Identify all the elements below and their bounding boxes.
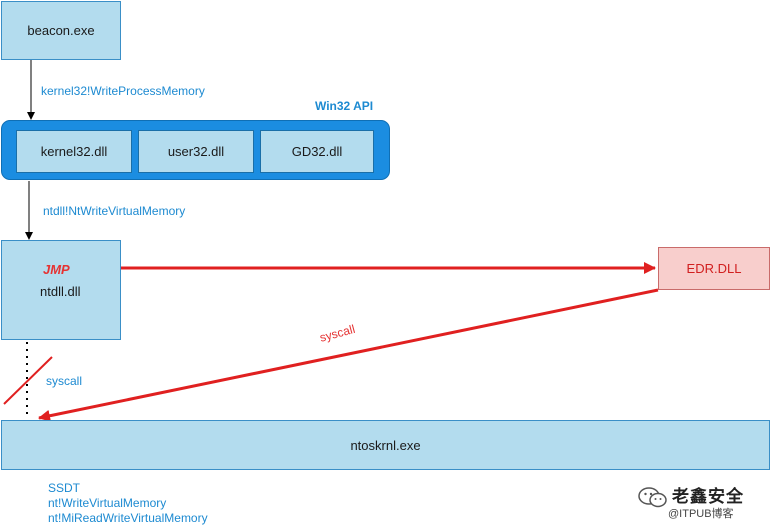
- edr-dll-box: EDR.DLL: [658, 247, 770, 290]
- beacon-exe-box: beacon.exe: [1, 1, 121, 60]
- jmp-hook-label: JMP: [43, 262, 70, 277]
- kernel-note-write-virtual-memory: nt!WriteVirtualMemory: [48, 496, 167, 510]
- kernel-notes: SSDT nt!WriteVirtualMemory nt!MiReadWrit…: [48, 481, 208, 526]
- ntoskrnl-exe-box: ntoskrnl.exe: [1, 420, 770, 470]
- watermark-site: @ITPUB博客: [668, 508, 734, 520]
- kernel-note-mi-read-write-virtual-memory: nt!MiReadWriteVirtualMemory: [48, 511, 208, 525]
- blocked-syscall-strike: [3, 356, 53, 405]
- kernel-note-ssdt: SSDT: [48, 481, 81, 495]
- gd32-dll-label: GD32.dll: [291, 144, 343, 159]
- user32-dll-label: user32.dll: [167, 144, 225, 159]
- wechat-icon: [638, 487, 667, 508]
- beacon-exe-label: beacon.exe: [27, 23, 95, 38]
- ntoskrnl-exe-label: ntoskrnl.exe: [350, 437, 421, 453]
- win32-api-group: kernel32.dll user32.dll GD32.dll: [1, 120, 390, 180]
- blocked-syscall-label: syscall: [46, 374, 83, 388]
- watermark-brand: 老鑫安全: [672, 487, 744, 506]
- gd32-dll-box: GD32.dll: [260, 130, 374, 173]
- arrow-edr-to-ntoskrnl: [38, 288, 659, 422]
- ntdll-dll-label: ntdll.dll: [40, 284, 81, 299]
- win32-api-title: Win32 API: [315, 99, 374, 113]
- ntdll-dll-box: [1, 240, 121, 340]
- user32-dll-box: user32.dll: [138, 130, 254, 173]
- nt-write-virtual-memory-label: ntdll!NtWriteVirtualMemory: [43, 204, 186, 218]
- watermark: 老鑫安全 @ITPUB博客: [632, 480, 771, 526]
- kernel32-dll-label: kernel32.dll: [40, 144, 108, 159]
- write-process-memory-label: kernel32!WriteProcessMemory: [41, 84, 205, 98]
- edr-dll-label: EDR.DLL: [686, 261, 742, 276]
- kernel32-dll-box: kernel32.dll: [16, 130, 132, 173]
